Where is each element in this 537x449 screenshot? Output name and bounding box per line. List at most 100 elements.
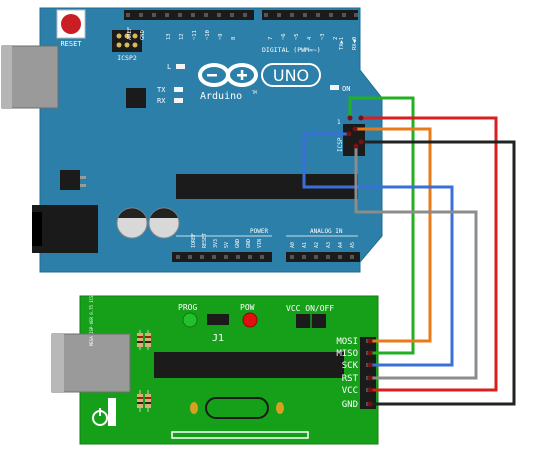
programmer-pin-label-gnd: GND [342,400,358,410]
led-on [330,85,339,90]
j1-jumper[interactable] [207,314,229,325]
led-tx [174,87,183,92]
on-label: ON [342,85,350,93]
prog-led [182,312,198,328]
pin-hole [329,13,333,17]
programmer-pin-label-mosi: MOSI [336,337,358,347]
led-rx [174,98,183,103]
resistor-4 [145,390,151,412]
icsp-label: ICSP [337,137,344,152]
wire-orange-miso [355,127,432,343]
pin-hole [248,255,252,259]
pin-hole [314,255,318,259]
power-pin-label: GND [235,239,241,248]
usb-chip [126,88,146,108]
digital-header-right [262,10,358,20]
pin-hole [277,13,281,17]
wire-green-mosi [348,96,415,355]
led-l [176,64,185,69]
pin-hole [302,255,306,259]
arduino-infinity-logo-icon [198,63,258,87]
arduino-pcb [39,7,383,273]
pin-hole [212,255,216,259]
digital-header-left [124,10,254,20]
programmer-bottom-strip [171,431,309,439]
pow-led [242,312,258,328]
analog-pin-label: A5 [350,242,356,248]
aref-label: AREF [127,27,133,40]
pin-hole [326,255,330,259]
pin-hole [204,13,208,17]
pin-hole [303,13,307,17]
prog-label: PROG [178,303,197,312]
analog-pin-label: A2 [314,242,320,248]
digital-header-label: DIGITAL (PWM=~) [262,46,321,54]
programmer-pin-label-miso: MISO [336,349,358,359]
power-pin-label: GND [246,239,252,248]
uno-badge [261,63,321,87]
digital-pin-label: ~11 [192,30,198,40]
tx-label: TX [157,86,166,94]
digital-pin-label: ~9 [218,33,224,40]
programmer-pin-label-rst: RST [342,374,359,384]
pin-hole [126,13,130,17]
power-pin-label: 3V3 [213,239,219,248]
resistor-1 [137,330,143,350]
reset-label: RESET [60,40,82,48]
digital-pin-label: ~6 [281,33,287,40]
programmer-isp-header [360,337,376,409]
analog-pin-label: A0 [290,242,296,248]
digital-pin-label: 2 [333,37,339,40]
power-pin-label: RESET [202,233,208,248]
capacitor-1 [116,207,148,239]
gnd-top-label: GND [140,30,146,40]
digital-pin-label: ~5 [294,33,300,40]
usbasp-programmer-board: MEGA ISP-VER 0.75 ICSP PROG POW VCC ON/O… [51,292,379,445]
analog-header [286,252,360,262]
icsp2-label: ICSP2 [117,54,137,62]
rxd-label: RX◀0 [352,37,358,50]
pin-hole [217,13,221,17]
txd-label: TX▶1 [339,37,345,50]
programmer-pin-label-vcc: VCC [342,386,358,396]
icsp-pin1-label: 1 [337,119,341,126]
programmer-pin-label-sck: SCK [342,361,359,371]
pow-label: POW [240,303,255,312]
digital-pin-label: ~10 [205,30,211,40]
pin-hole [230,13,234,17]
pin-hole [338,255,342,259]
pin-hole [165,13,169,17]
power-header [172,252,272,262]
wire-endpoints [346,115,373,407]
pin-hole [152,13,156,17]
reset-button[interactable] [56,9,86,39]
power-header-label: POWER [250,228,268,235]
pin-hole [290,255,294,259]
pin-hole [243,13,247,17]
digital-pin-label: 13 [166,33,172,40]
pin-hole [316,13,320,17]
programmer-side-text: MEGA ISP-VER 0.75 ICSP [89,292,94,346]
pin-hole [342,13,346,17]
brand-label: Arduino [200,91,242,102]
wire-red-vcc [361,116,498,392]
voltage-regulator [60,170,86,190]
pin-hole [224,255,228,259]
capacitor-2 [148,207,180,239]
pin-hole [260,255,264,259]
power-pin-label: VIN [257,239,263,248]
l-label: L [167,63,171,71]
wire-black-gnd [361,140,516,406]
analog-pin-label: A1 [302,242,308,248]
wire-blue-sck [302,132,454,367]
digital-pin-holes [126,13,358,17]
dc-jack [32,205,98,253]
vcc-onoff-label: VCC ON/OFF [286,304,334,313]
pin-hole [200,255,204,259]
digital-pin-label: 8 [231,37,237,40]
resistor-3 [137,390,143,412]
